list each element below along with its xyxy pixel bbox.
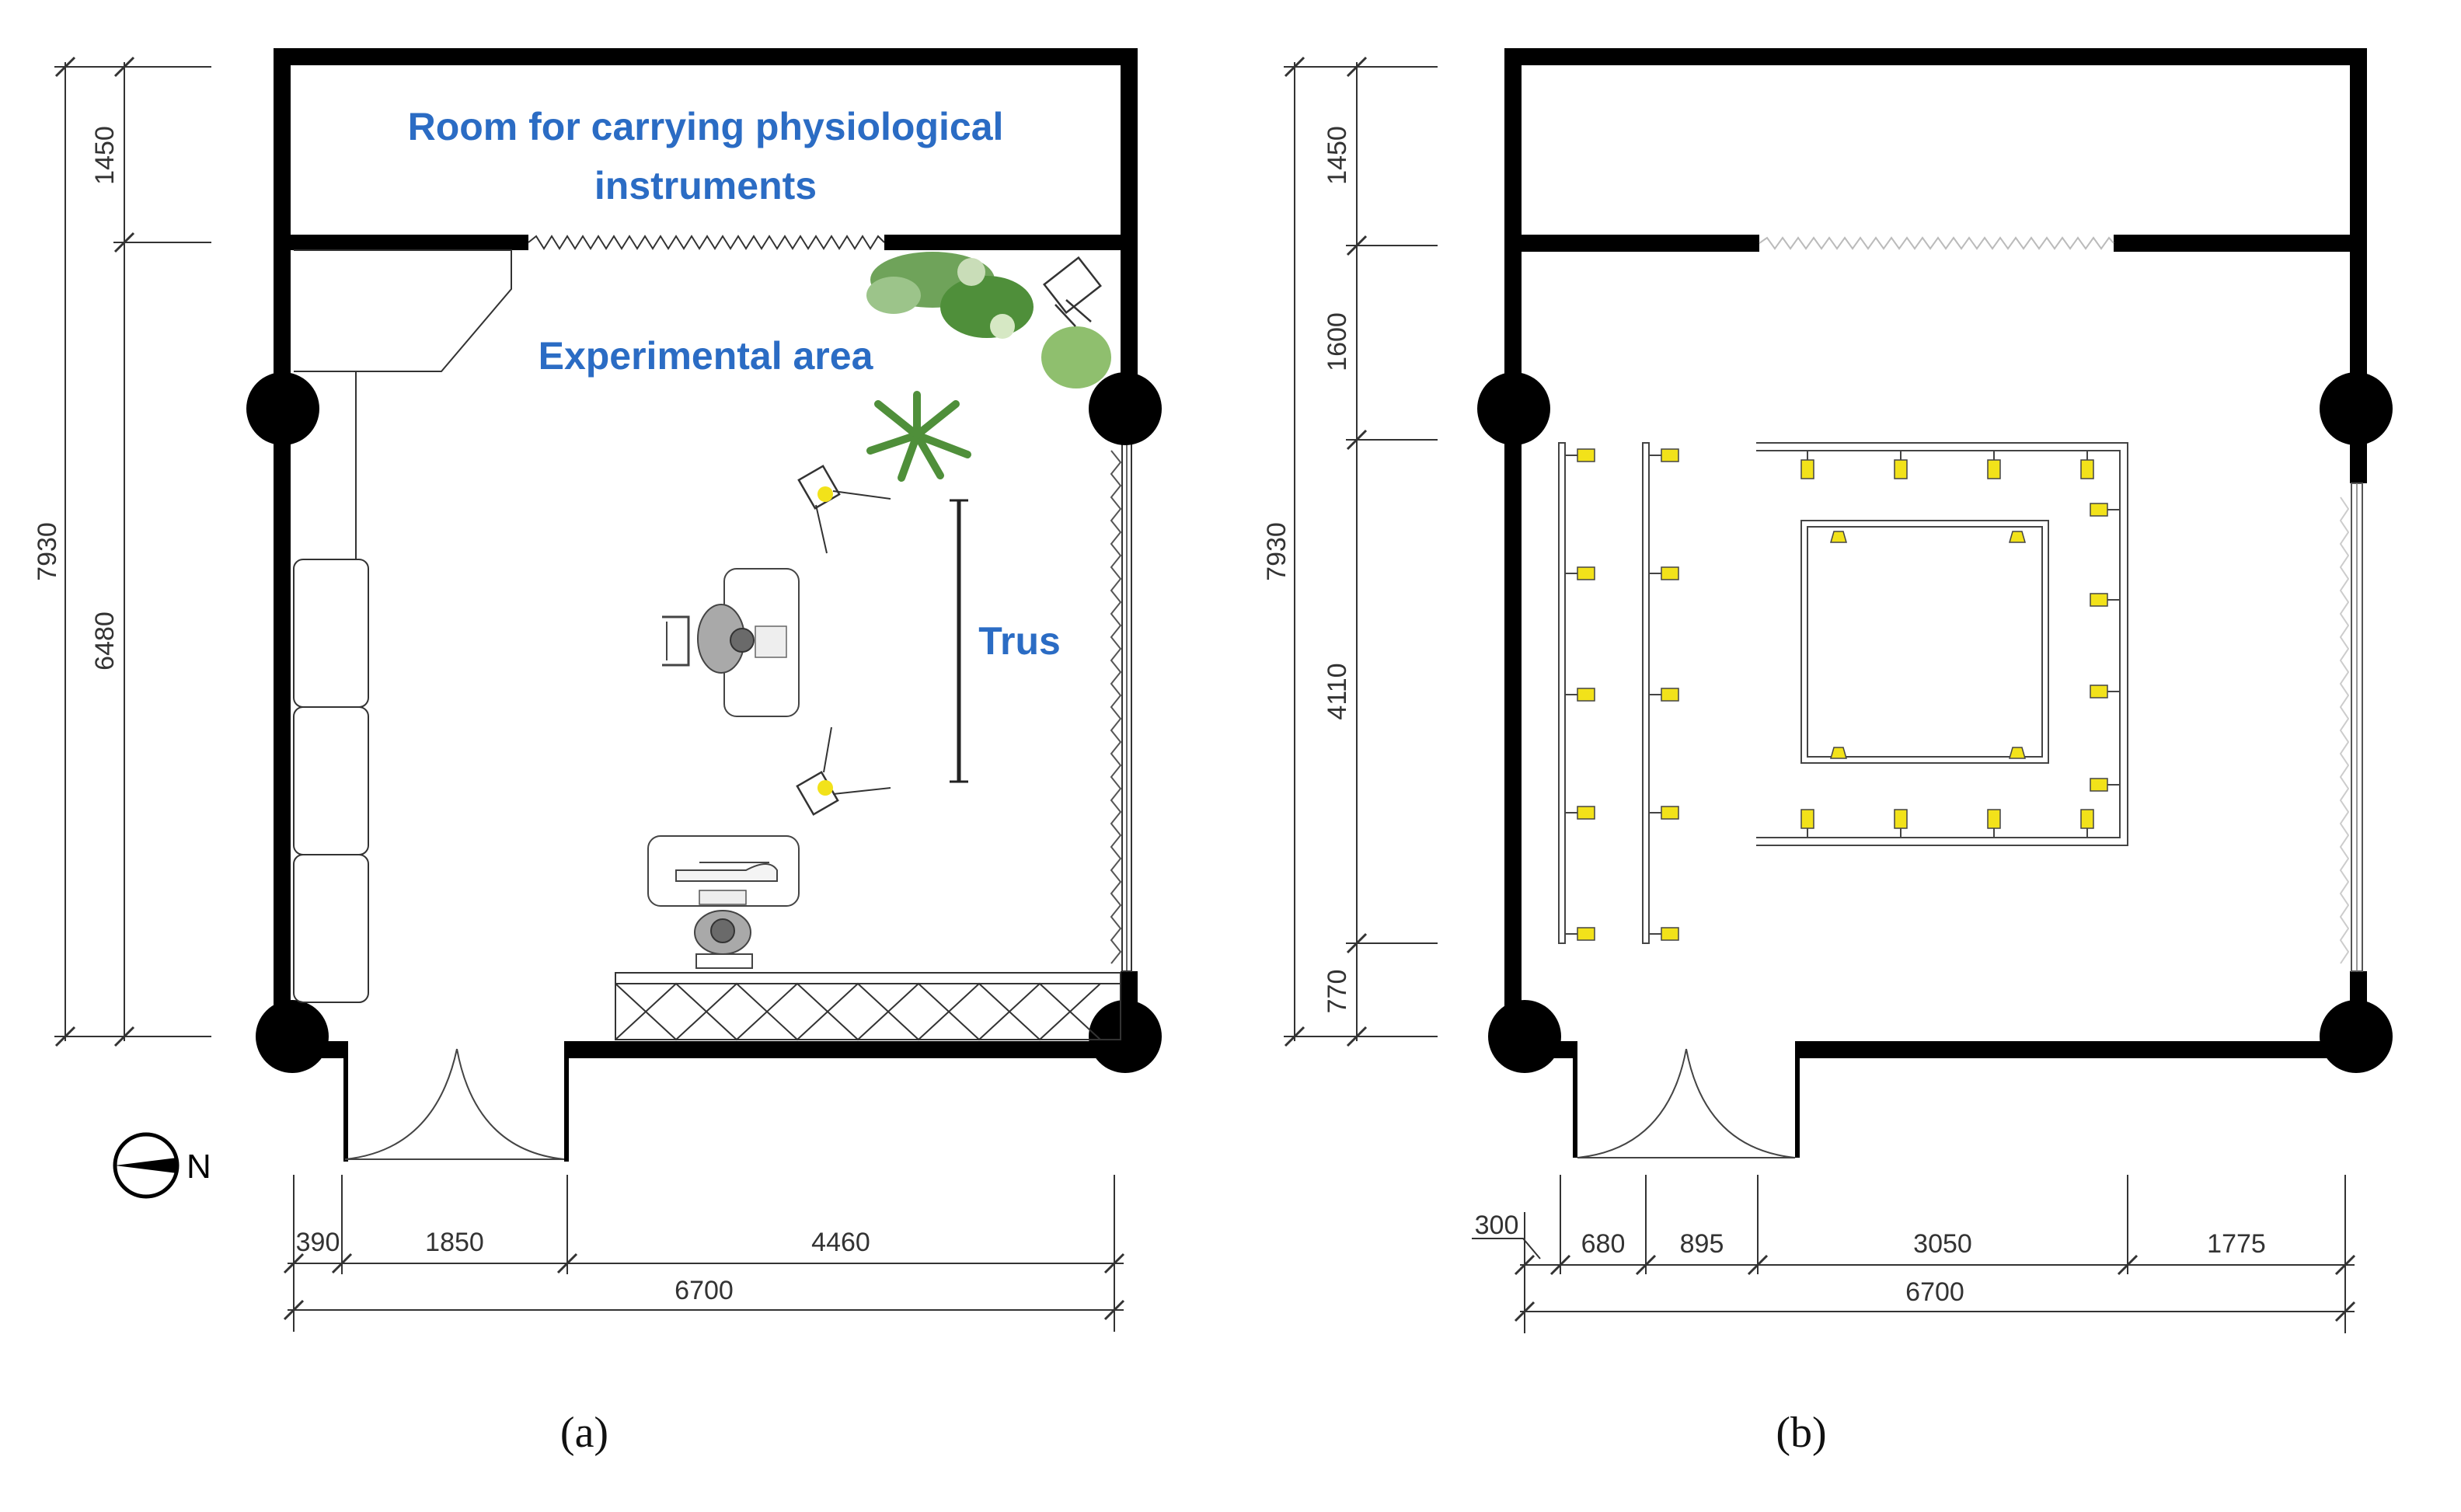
panel-b: 1450 1600 4110 770 7930 300 680 895: [1262, 48, 2393, 1457]
panel-b-horizontal-dimensions: [1472, 1175, 2356, 1333]
dim-b-895: 895: [1680, 1229, 1724, 1259]
operator-person-icon: [694, 910, 753, 969]
dim-b-1600: 1600: [1323, 312, 1352, 371]
panel-b-window: [2339, 483, 2363, 972]
panel-a-vertical-dimensions: [54, 56, 211, 1047]
caption-b: (b): [1776, 1409, 1826, 1457]
spotlight-icon: [2009, 747, 2026, 759]
dim-a-1450: 1450: [90, 126, 120, 185]
spotlight-icon: [1565, 566, 1595, 580]
panel-a-counter: [294, 249, 512, 372]
spotlight-icon: [1649, 688, 1679, 702]
spotlight-icon: [1565, 806, 1595, 820]
spotlight-icon: [1565, 688, 1595, 702]
spotlight-icon: [1649, 806, 1679, 820]
panel-a-walls: [274, 48, 1138, 1162]
panel-b-vertical-dimensions: [1284, 56, 1438, 1047]
spotlight-icon: [1894, 809, 1908, 838]
dim-b-3050: 3050: [1913, 1229, 1972, 1259]
caption-a: (a): [560, 1409, 608, 1457]
panel-b-light-tracks: [1558, 442, 1650, 944]
spotlight-icon: [1894, 451, 1908, 479]
panel-a: Room for carrying physiological instrume…: [33, 48, 1162, 1457]
panel-a-camera-top: [797, 465, 891, 554]
spotlight-icon: [2090, 503, 2120, 517]
spotlight-icon: [1800, 451, 1814, 479]
compass-n-label: N: [186, 1148, 211, 1186]
panel-b-curtain: [1759, 236, 2114, 250]
spotlight-icon: [1830, 531, 1847, 543]
panel-b-square-truss: [1756, 442, 2128, 846]
easel-icon: [1043, 256, 1102, 327]
spotlight-icon: [1649, 448, 1679, 462]
spotlight-icon: [1987, 809, 2001, 838]
panel-a-window: [1110, 434, 1132, 972]
dim-b-1450: 1450: [1323, 126, 1352, 185]
panel-a-camera-bottom: [796, 726, 891, 816]
panel-a-desk: [723, 568, 800, 717]
panel-a-door: [344, 1048, 565, 1160]
room-label: Room for carrying physiological: [408, 105, 1004, 148]
panel-b-door: [1577, 1048, 1796, 1158]
panel-a-plants: [866, 252, 1111, 482]
spotlight-icon: [1649, 927, 1679, 941]
trus-label: Trus: [978, 619, 1061, 663]
panel-b-columns: [1477, 372, 2393, 1073]
panel-a-instrument-desk: [647, 835, 800, 907]
spotlight-icon: [1800, 809, 1814, 838]
dim-b-680: 680: [1581, 1229, 1626, 1259]
dim-b-300: 300: [1475, 1211, 1519, 1240]
spotlight-icon: [1649, 566, 1679, 580]
experimental-area-label: Experimental area: [539, 334, 874, 378]
panel-b-lights: [1565, 448, 2120, 941]
dim-a-1850: 1850: [425, 1228, 484, 1257]
dim-a-6700: 6700: [675, 1276, 734, 1305]
panel-a-horizontal-dimensions: [283, 1175, 1125, 1332]
spotlight-icon: [1565, 927, 1595, 941]
dim-b-770: 770: [1323, 970, 1352, 1014]
panel-a-curtain: [528, 235, 885, 250]
dim-b-1775: 1775: [2207, 1229, 2266, 1259]
dim-a-4460: 4460: [811, 1228, 870, 1257]
spotlight-icon: [2080, 451, 2094, 479]
panel-b-walls: [1504, 48, 2367, 1158]
spotlight-icon: [2090, 593, 2120, 607]
dim-a-6480: 6480: [90, 611, 120, 671]
spotlight-icon: [1987, 451, 2001, 479]
seated-person-icon: [662, 604, 755, 674]
room-label-line-2: instruments: [594, 164, 817, 207]
spotlight-icon: [1565, 448, 1595, 462]
dim-b-6700: 6700: [1905, 1277, 1964, 1307]
north-compass-icon: N: [113, 1132, 211, 1199]
spotlight-icon: [2080, 809, 2094, 838]
spotlight-icon: [2009, 531, 2026, 543]
panel-a-sofa: [293, 371, 369, 1003]
dim-b-7930: 7930: [1262, 522, 1292, 581]
spotlight-icon: [2090, 685, 2120, 699]
panel-a-columns: [246, 372, 1162, 1073]
dim-a-390: 390: [296, 1228, 340, 1257]
dim-b-4110: 4110: [1323, 663, 1352, 719]
potted-palm-icon: [866, 391, 971, 482]
panel-a-cabinet: [615, 972, 1121, 1041]
dim-a-7930: 7930: [33, 522, 62, 581]
spotlight-icon: [2090, 778, 2120, 792]
spotlight-icon: [1830, 747, 1847, 759]
